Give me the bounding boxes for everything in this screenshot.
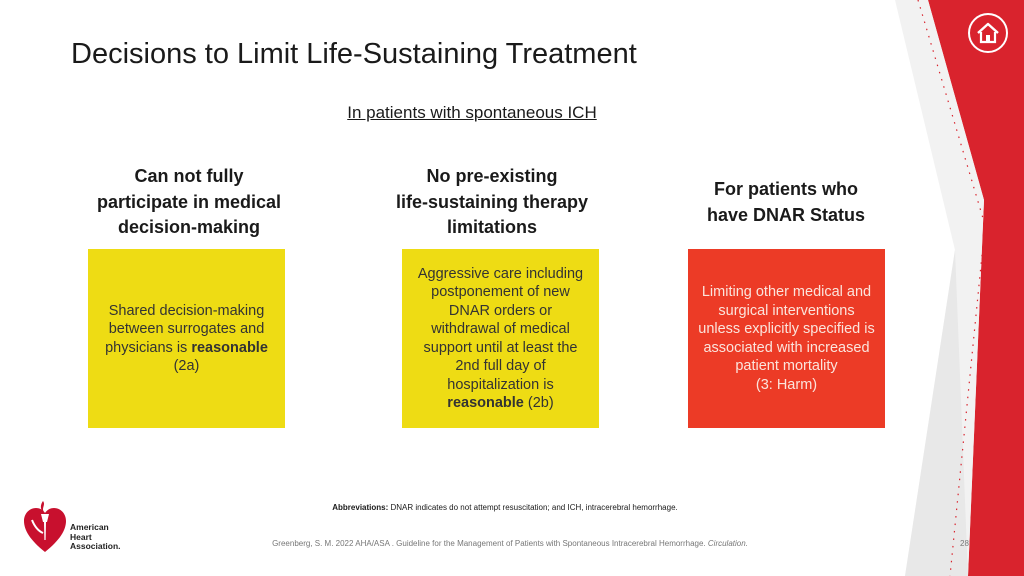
heading-line: limitations	[446, 217, 537, 237]
aha-logo-text: American Heart Association.	[70, 522, 121, 552]
page-number: 28	[960, 539, 969, 548]
heading-line: participate in medical	[96, 191, 282, 212]
box-text: Aggressive care including postponement o…	[417, 265, 584, 393]
recommendation-box-2: Aggressive care including postponement o…	[402, 249, 599, 428]
logo-line: American	[70, 522, 109, 532]
citation-journal: Circulation.	[707, 539, 748, 548]
box-class: (2b)	[523, 395, 554, 411]
citation: Greenberg, S. M. 2022 AHA/ASA . Guidelin…	[0, 539, 1020, 548]
heading-line: For patients who	[714, 179, 858, 199]
heading-line: decision-making	[117, 217, 261, 237]
box-text-bold: reasonable	[191, 339, 268, 356]
heading-line: Can not fully	[134, 166, 244, 186]
box-text: Limiting other medical and surgical inte…	[698, 284, 875, 374]
abbreviations-note: Abbreviations: DNAR indicates do not att…	[0, 503, 1010, 512]
box-class: (3: Harm)	[755, 376, 818, 393]
heading-line: life-sustaining therapy	[395, 191, 589, 212]
slide-title: Decisions to Limit Life-Sustaining Treat…	[71, 38, 637, 70]
abbreviations-label: Abbreviations:	[332, 503, 389, 512]
home-icon	[977, 22, 999, 44]
box-text-bold: reasonable	[447, 395, 524, 411]
box-text: Shared decision-making between surrogate…	[105, 302, 265, 356]
abbreviations-text: DNAR indicates do not attempt resuscitat…	[388, 503, 678, 512]
logo-line: Heart	[70, 531, 92, 542]
heading-line: have DNAR Status	[706, 204, 866, 225]
column-heading-3: For patients who have DNAR Status	[676, 177, 896, 228]
heart-torch-icon	[24, 501, 66, 552]
logo-line: Association.	[70, 541, 121, 551]
column-heading-2: No pre-existing life-sustaining therapy …	[382, 164, 602, 241]
slide-subtitle: In patients with spontaneous ICH	[347, 103, 597, 122]
column-heading-1: Can not fully participate in medical dec…	[80, 164, 298, 241]
heading-line: No pre-existing	[426, 166, 558, 186]
citation-text: Greenberg, S. M. 2022 AHA/ASA . Guidelin…	[272, 539, 708, 548]
recommendation-box-1: Shared decision-making between surrogate…	[88, 249, 285, 428]
recommendation-box-3: Limiting other medical and surgical inte…	[688, 249, 885, 428]
box-class: (2a)	[173, 358, 200, 374]
home-button[interactable]	[968, 13, 1008, 53]
